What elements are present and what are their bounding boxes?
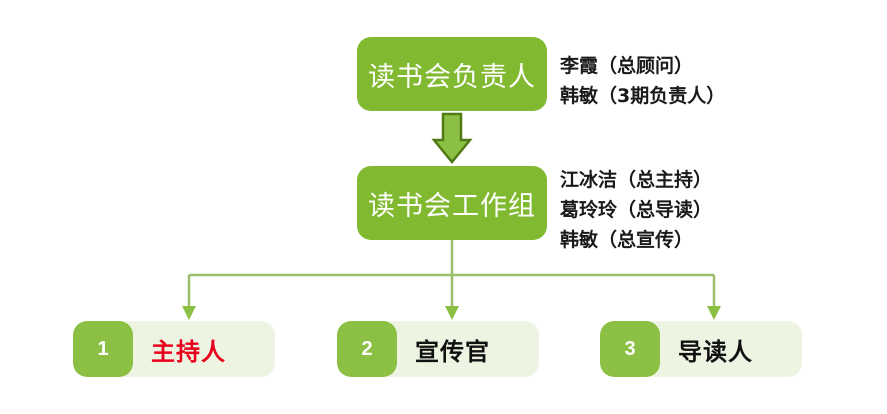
branch-arrowhead-role-2 — [445, 306, 459, 320]
annotation-line: 韩敏（3期负责人） — [560, 85, 726, 107]
annotation-line: 韩敏（总宣传） — [560, 229, 694, 251]
role-number-badge: 3 — [600, 321, 660, 377]
annotation-line: 葛玲玲（总导读） — [560, 199, 713, 221]
node-label: 读书会工作组 — [368, 190, 536, 222]
branch-arrowhead-role-1 — [182, 306, 196, 320]
annotation-line: 李霞（总顾问） — [560, 55, 694, 77]
branch-arrowhead-role-3 — [707, 306, 721, 320]
role-item-publicity-officer: 2 宣传官 — [337, 321, 539, 377]
block-arrow-leader-to-workgroup — [431, 112, 473, 164]
annotation-line: 江冰洁（总主持） — [560, 169, 713, 191]
node-label: 读书会负责人 — [368, 61, 536, 93]
role-number-badge: 1 — [73, 321, 133, 377]
annotation-workgroup: 江冰洁（总主持） 葛玲玲（总导读） 韩敏（总宣传） — [560, 165, 712, 255]
annotation-leader: 李霞（总顾问） 韩敏（3期负责人） — [560, 51, 725, 111]
role-number-badge: 2 — [337, 321, 397, 377]
role-label: 宣传官 — [415, 337, 490, 366]
role-item-host: 1 主持人 — [73, 321, 275, 377]
node-reading-club-workgroup: 读书会工作组 — [357, 166, 547, 240]
role-item-reading-guide: 3 导读人 — [600, 321, 802, 377]
node-reading-club-leader: 读书会负责人 — [357, 37, 547, 111]
role-label: 导读人 — [678, 337, 753, 366]
role-label: 主持人 — [151, 337, 226, 366]
